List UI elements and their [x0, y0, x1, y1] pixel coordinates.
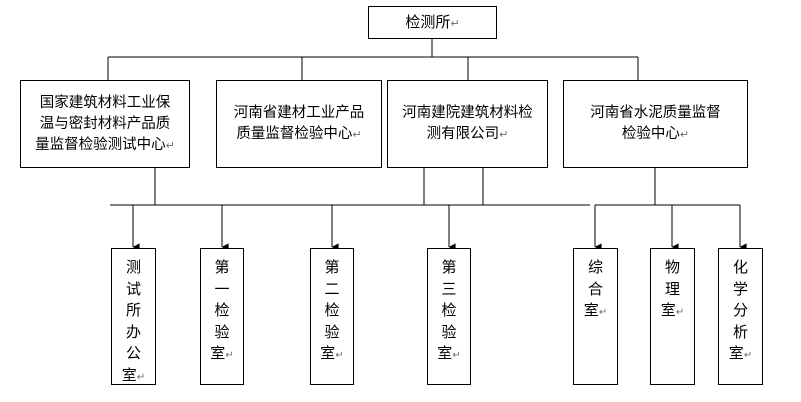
node-text-char: 第	[441, 258, 457, 276]
return-mark: ↵	[352, 128, 362, 141]
node-text-char: 物	[664, 258, 680, 276]
node-level2-2[interactable]: 河南省建材工业产品质量监督检验中心↵	[216, 80, 382, 168]
node-text-char: 室↵	[437, 344, 461, 362]
node-text-char: 理	[664, 279, 680, 298]
node-text-char: 公	[125, 344, 141, 362]
node-level3-left-2-label: 第一检验室↵	[201, 257, 243, 367]
node-text-char: 测	[125, 258, 141, 276]
node-text-char: 二	[324, 279, 340, 298]
node-text-char: 室↵	[583, 301, 608, 319]
node-level3-left-2[interactable]: 第一检验室↵	[200, 248, 244, 385]
node-level2-3[interactable]: 河南建院建筑材料检测有限公司↵	[387, 80, 548, 168]
node-level3-left-3-label: 第二检验室↵	[311, 257, 353, 367]
node-text-char: 检	[324, 301, 340, 319]
return-mark: ↵	[743, 350, 753, 361]
node-text-char: 综	[587, 258, 603, 276]
return-mark: ↵	[499, 128, 509, 141]
return-mark: ↵	[675, 307, 685, 318]
node-text-line: 测有限公司↵	[426, 126, 509, 142]
node-text-char: 室↵	[320, 344, 344, 362]
node-level2-3-label: 河南建院建筑材料检测有限公司↵	[396, 103, 539, 145]
node-text-line: 检验中心↵	[621, 126, 690, 142]
return-mark: ↵	[450, 16, 460, 30]
node-level3-left-1-label: 测试所办公室↵	[112, 257, 155, 388]
node-text-char: 办	[125, 322, 141, 341]
node-level3-right-2[interactable]: 物理室↵	[650, 248, 695, 385]
node-level3-right-2-label: 物理室↵	[651, 257, 694, 324]
node-text-char: 所	[125, 301, 141, 319]
return-mark: ↵	[225, 350, 234, 361]
node-text-char: 学	[732, 279, 748, 298]
node-level2-4[interactable]: 河南省水泥质量监督检验中心↵	[563, 80, 748, 168]
node-text-char: 验	[324, 322, 340, 341]
node-level3-left-1[interactable]: 测试所办公室↵	[111, 248, 156, 385]
return-mark: ↵	[165, 138, 175, 152]
node-text-char: 化	[732, 258, 748, 276]
node-level3-right-3[interactable]: 化学分析室↵	[718, 248, 763, 385]
node-text-char: 室↵	[660, 301, 685, 319]
node-text-char: 第	[214, 258, 230, 276]
node-text-line: 国家建筑材料工业保	[39, 94, 171, 111]
node-text-line: 河南省水泥质量监督	[590, 105, 721, 121]
node-text-char: 第	[324, 258, 340, 276]
node-text-char: 验	[441, 322, 457, 341]
node-level2-4-label: 河南省水泥质量监督检验中心↵	[584, 103, 727, 145]
node-text-char: 检	[214, 301, 230, 319]
node-text-char: 分	[732, 301, 748, 319]
node-text-line: 量监督检验测试中心↵	[35, 136, 175, 153]
node-level3-right-1[interactable]: 综合室↵	[573, 248, 618, 385]
return-mark: ↵	[136, 371, 146, 383]
node-root[interactable]: 检测所↵	[368, 6, 497, 39]
return-mark: ↵	[335, 350, 344, 361]
node-level2-2-label: 河南省建材工业产品质量监督检验中心↵	[228, 103, 371, 145]
node-level3-right-3-label: 化学分析室↵	[719, 257, 762, 367]
node-text-char: 试	[125, 279, 141, 298]
node-text-char: 三	[441, 279, 457, 298]
node-text-line: 质量监督检验中心↵	[236, 126, 362, 142]
node-root-label: 检测所↵	[399, 12, 465, 34]
node-text-char: 析	[732, 322, 748, 341]
node-text-char: 室↵	[121, 365, 146, 384]
node-text-line: 河南省建材工业产品	[233, 105, 365, 121]
node-text-line: 河南建院建筑材料检	[402, 105, 533, 121]
return-mark: ↵	[598, 307, 608, 318]
node-text-char: 验	[214, 322, 230, 341]
node-text-char: 检	[441, 301, 457, 319]
node-level2-1-label: 国家建筑材料工业保温与密封材料产品质量监督检验测试中心↵	[29, 93, 181, 156]
node-level3-left-4[interactable]: 第三检验室↵	[427, 248, 471, 385]
node-text-char: 室↵	[728, 344, 753, 362]
node-text-char: 室↵	[210, 344, 234, 362]
return-mark: ↵	[452, 350, 461, 361]
node-level3-left-4-label: 第三检验室↵	[428, 257, 470, 367]
node-level3-right-1-label: 综合室↵	[574, 257, 617, 324]
node-text-char: 合	[587, 279, 603, 298]
node-level2-1[interactable]: 国家建筑材料工业保温与密封材料产品质量监督检验测试中心↵	[20, 80, 190, 168]
return-mark: ↵	[679, 128, 690, 141]
node-level3-left-3[interactable]: 第二检验室↵	[310, 248, 354, 385]
node-text-char: 一	[214, 279, 230, 298]
node-text-line: 温与密封材料产品质	[39, 115, 171, 132]
node-text-line: 检测所↵	[405, 12, 460, 31]
